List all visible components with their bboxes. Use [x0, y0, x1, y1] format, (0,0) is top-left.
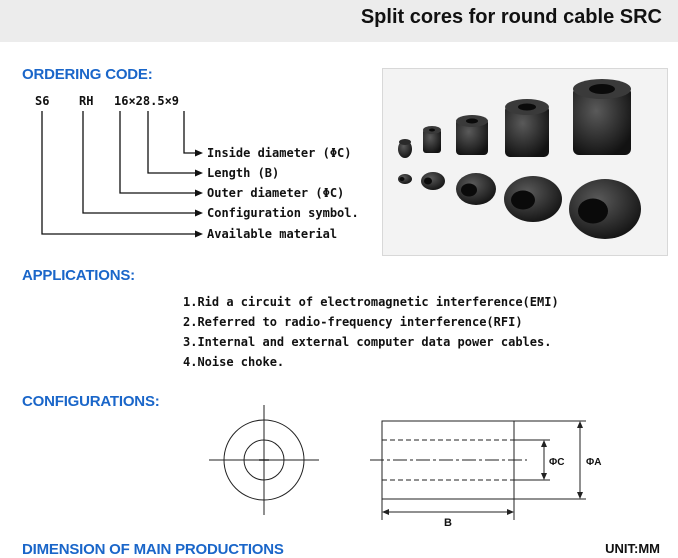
dim-inner-label: ΦC — [549, 457, 564, 468]
label-length: Length (B) — [207, 166, 280, 180]
label-outer-diameter: Outer diameter (ΦC) — [207, 186, 345, 200]
product-photo — [382, 68, 668, 256]
ferrite-core-row-front — [398, 172, 641, 239]
list-item: 1.Rid a circuit of electromagnetic inter… — [183, 295, 559, 309]
code-dimensions: 16×28.5×9 — [114, 94, 180, 108]
code-material: S6 — [35, 94, 50, 108]
configurations-heading: CONFIGURATIONS: — [22, 393, 160, 410]
applications-heading: APPLICATIONS: — [22, 267, 135, 284]
end-view-drawing — [209, 405, 319, 515]
dim-length-label: B — [444, 517, 452, 529]
header-bar — [0, 0, 678, 42]
dim-outer-label: ΦA — [586, 457, 601, 468]
ordering-code-heading: ORDERING CODE: — [22, 66, 153, 83]
dimensions-heading: DIMENSION OF MAIN PRODUCTIONS — [22, 541, 284, 558]
list-item: 4.Noise choke. — [183, 355, 285, 369]
label-configuration-symbol: Configuration symbol. — [207, 206, 359, 220]
unit-label: UNIT:MM — [605, 541, 660, 556]
ferrite-core-row-back — [398, 79, 631, 158]
side-view-drawing — [370, 420, 586, 520]
list-item: 2.Referred to radio-frequency interferen… — [183, 315, 523, 329]
dimension-arrowheads — [382, 421, 583, 515]
code-configuration: RH — [79, 94, 94, 108]
list-item: 3.Internal and external computer data po… — [183, 335, 552, 349]
applications-list: 1.Rid a circuit of electromagnetic inter… — [183, 292, 559, 372]
label-available-material: Available material — [207, 227, 338, 241]
label-inside-diameter: Inside diameter (ΦC) — [207, 146, 352, 160]
page-title: Split cores for round cable SRC — [360, 6, 662, 28]
